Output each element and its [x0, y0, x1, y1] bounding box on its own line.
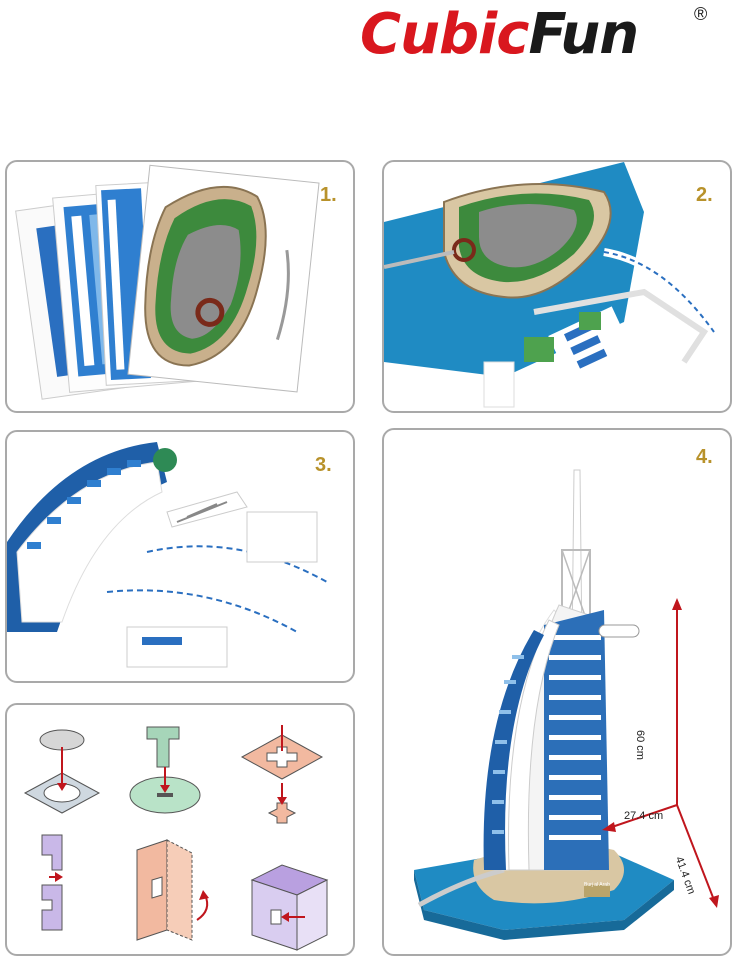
- box-tab-diagram: [250, 864, 329, 951]
- round-tab-diagram: [23, 729, 101, 814]
- cross-slot-diagram: [240, 725, 324, 824]
- registered-mark: ®: [694, 4, 708, 24]
- step-3-number: 3.: [315, 454, 332, 476]
- brand-logo-text: CubicFun: [360, 0, 639, 70]
- model-plaque-label: Burj al Arab: [584, 882, 610, 888]
- step-1-image: [15, 164, 320, 400]
- brand-logo-fun: Fun: [528, 2, 639, 67]
- fold-tab-diagram: [136, 839, 209, 941]
- step-2-number: 2.: [696, 184, 713, 206]
- step-1-number: 1.: [320, 184, 337, 206]
- step-3-image: [7, 442, 330, 668]
- height-dimension-label: 60 cm: [634, 730, 646, 760]
- brand-logo: CubicFun ®: [360, 0, 730, 70]
- step-3-panel: 3.: [5, 430, 355, 683]
- brand-logo-cubic: Cubic: [360, 2, 529, 67]
- step-1-panel: 1.: [5, 160, 355, 413]
- assembly-diagrams: [23, 725, 329, 951]
- width-dimension-label: 27.4 cm: [624, 810, 664, 822]
- depth-arrow: [676, 804, 715, 901]
- step-2-image: [384, 162, 718, 411]
- interlock-tab-diagram: [41, 834, 63, 931]
- assembly-instructions-panel: [5, 703, 355, 956]
- step-2-panel: 2.: [382, 160, 732, 413]
- step-4-panel: 4. 60 cm 27.4 cm 41.4 cm Burj al Arab: [382, 428, 732, 956]
- width-arrow: [608, 804, 678, 829]
- model-plaque: [584, 885, 610, 897]
- step-4-image: [414, 469, 719, 940]
- step-4-number: 4.: [696, 446, 713, 468]
- t-tab-diagram: [129, 726, 201, 814]
